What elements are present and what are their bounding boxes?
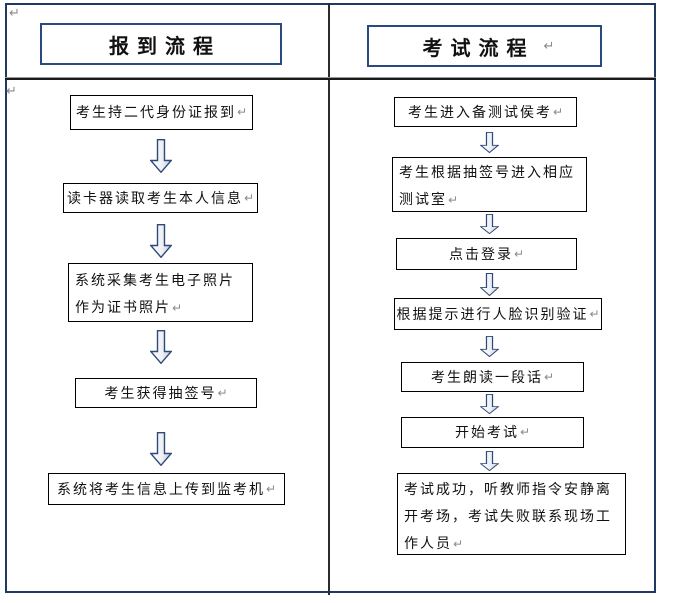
flow-step-box: 系统采集考生电子照片作为证书照片↵ — [68, 263, 253, 322]
flow-step-box: 系统将考生信息上传到监考机↵ — [48, 473, 285, 505]
paragraph-mark-icon: ↵ — [236, 105, 248, 119]
flow-step-box: 考生持二代身份证报到↵ — [70, 95, 253, 130]
paragraph-mark-icon: ↵ — [543, 38, 555, 53]
checkin-flow-title: 报到流程 — [40, 23, 282, 65]
flow-step-box: 读卡器读取考生本人信息↵ — [63, 183, 258, 213]
flow-step-text: 开始考试 — [454, 424, 519, 440]
paragraph-mark-icon: ↵ — [519, 425, 531, 439]
flow-step-text: 考生持二代身份证报到 — [75, 104, 236, 120]
down-arrow-icon — [150, 139, 172, 173]
down-arrow-icon — [480, 394, 499, 414]
flow-step-text: 考生朗读一段话 — [430, 368, 543, 385]
flow-step-box: 考生根据抽签号进入相应测试室↵ — [392, 157, 587, 212]
flow-step-text: 考试成功，听教师指令安静离开考场，考试失败联系现场工作人员 — [404, 481, 612, 551]
paragraph-mark-icon: ↵ — [453, 537, 464, 551]
paragraph-mark-icon: ↵ — [243, 190, 255, 205]
down-arrow-icon — [150, 330, 172, 364]
paragraph-mark-icon: ↵ — [513, 246, 525, 261]
paragraph-mark-icon: ↵ — [6, 83, 17, 98]
paragraph-mark-icon: ↵ — [589, 306, 600, 321]
flow-step-text: 考生根据抽签号进入相应测试室 — [399, 164, 575, 207]
flow-step-box: 考生朗读一段话↵ — [401, 362, 584, 392]
paragraph-mark-icon: ↵ — [172, 301, 183, 315]
flow-step-text: 读卡器读取考生本人信息 — [66, 189, 243, 206]
down-arrow-icon — [480, 336, 499, 357]
flow-step-box: 考生获得抽签号↵ — [75, 378, 257, 408]
down-arrow-icon — [150, 432, 172, 466]
exam-flow-title-text: 考试流程 — [422, 37, 535, 60]
flow-step-text: 根据提示进行人脸识别验证 — [396, 305, 589, 322]
flow-step-text: 系统将考生信息上传到监考机 — [56, 480, 265, 497]
flow-step-box: 根据提示进行人脸识别验证↵ — [394, 298, 602, 330]
flow-step-text: 考生进入备测试侯考 — [407, 103, 552, 120]
flow-step-text: 系统采集考生电子照片作为证书照片 — [75, 272, 235, 315]
down-arrow-icon — [480, 451, 499, 471]
checkin-flow-title-text: 报到流程 — [109, 35, 221, 58]
paragraph-mark-icon: ↵ — [265, 481, 277, 496]
flow-step-text: 点击登录 — [448, 245, 513, 262]
paragraph-mark-icon: ↵ — [552, 104, 564, 119]
paragraph-mark-icon: ↵ — [217, 385, 228, 400]
flow-step-box: 考试成功，听教师指令安静离开考场，考试失败联系现场工作人员↵ — [397, 473, 626, 555]
down-arrow-icon — [480, 132, 499, 153]
flow-step-box: 考生进入备测试侯考↵ — [394, 97, 577, 127]
paragraph-mark-icon: ↵ — [448, 193, 459, 207]
paragraph-mark-icon: ↵ — [543, 369, 555, 384]
down-arrow-icon — [150, 224, 172, 258]
flow-step-box: 开始考试↵ — [401, 417, 584, 448]
flow-step-text: 考生获得抽签号 — [104, 384, 217, 401]
header-separator-line — [5, 77, 656, 80]
flow-step-box: 点击登录↵ — [396, 238, 577, 270]
down-arrow-icon — [480, 273, 499, 296]
paragraph-mark-icon: ↵ — [9, 5, 20, 20]
exam-flow-title: 考试流程 ↵ — [367, 25, 602, 67]
column-divider — [328, 3, 330, 595]
down-arrow-icon — [480, 214, 499, 234]
